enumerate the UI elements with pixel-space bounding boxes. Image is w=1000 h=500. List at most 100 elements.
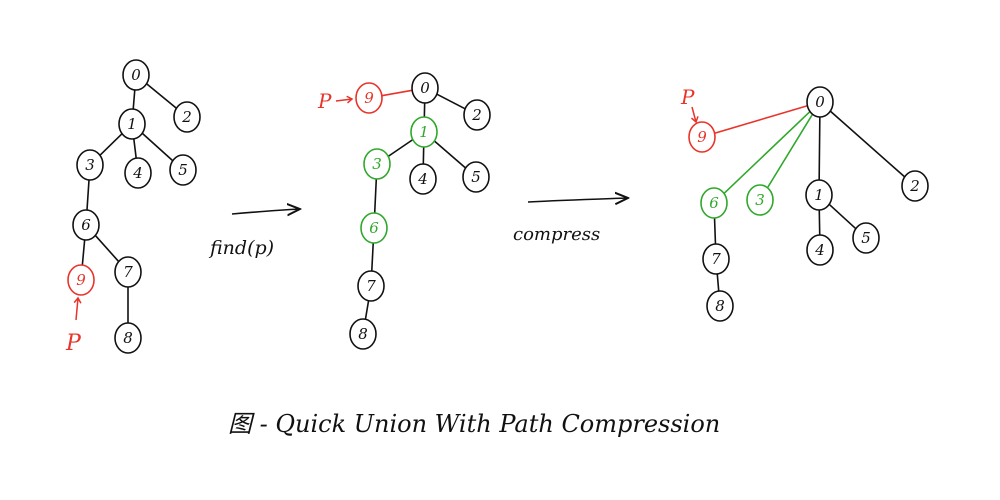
node-label: 0 <box>131 66 141 84</box>
node-9: 9 <box>688 121 716 153</box>
edge-7-8 <box>716 273 720 292</box>
edges <box>364 89 467 321</box>
node-circle <box>688 121 716 153</box>
edge-0-1 <box>818 116 821 181</box>
node-circle <box>67 264 95 296</box>
node-6: 6 <box>360 212 388 244</box>
node-circle <box>360 212 388 244</box>
edge-1-5 <box>433 140 467 169</box>
edges <box>713 104 906 292</box>
node-circle <box>363 148 391 180</box>
edge-6-7 <box>370 242 375 272</box>
edge-1-4 <box>133 138 137 159</box>
node-label: 4 <box>814 241 825 259</box>
compress-label: compress <box>513 224 600 245</box>
edge-0-3 <box>766 113 814 189</box>
node-label: 9 <box>76 271 86 289</box>
node-3: 3 <box>76 149 104 181</box>
node-4: 4 <box>124 157 152 189</box>
node-circle <box>124 157 152 189</box>
node-8: 8 <box>706 290 734 322</box>
node-circle <box>852 222 880 254</box>
pointer-arrow-shaft <box>75 297 79 321</box>
node-label: 3 <box>85 156 95 174</box>
node-8: 8 <box>349 318 377 350</box>
pointer-label: P <box>317 89 332 113</box>
pointer-arrow-head <box>690 116 699 124</box>
node-7: 7 <box>702 243 730 275</box>
node-label: 9 <box>697 128 707 146</box>
node-label: 0 <box>815 93 825 111</box>
edge-0-2 <box>829 110 906 178</box>
pointer-p: P <box>65 296 82 356</box>
node-circle <box>463 99 491 131</box>
pointer-arrow-head <box>73 296 82 304</box>
edge-6-7 <box>94 234 120 263</box>
node-circle <box>806 234 834 266</box>
node-6: 6 <box>700 187 728 219</box>
node-0: 0 <box>411 72 439 104</box>
node-6: 6 <box>72 209 100 241</box>
node-circle <box>901 170 929 202</box>
edge-6-9 <box>81 239 86 266</box>
node-label: 3 <box>372 155 382 173</box>
node-label: 7 <box>711 250 721 268</box>
node-label: 6 <box>369 219 379 237</box>
node-label: 5 <box>471 168 481 186</box>
tree-before-find: 0 1 2 3 4 5 6 9 7 8 P <box>65 59 201 356</box>
nodes: 0 1 2 3 4 5 6 9 7 8 <box>67 59 201 354</box>
node-circle <box>805 179 833 211</box>
node-label: 7 <box>123 263 133 281</box>
node-label: 6 <box>709 194 719 212</box>
node-circle <box>169 154 197 186</box>
node-label: 6 <box>81 216 91 234</box>
edge-1-5 <box>828 203 857 230</box>
edge-6-7 <box>713 217 717 245</box>
node-label: 4 <box>132 164 143 182</box>
edge-1-5 <box>141 132 174 162</box>
node-9: 9 <box>67 264 95 296</box>
find-transition: find(p) <box>208 209 300 259</box>
edges <box>81 82 178 324</box>
pointer-arrow-shaft <box>691 106 697 123</box>
node-0: 0 <box>806 86 834 118</box>
node-label: 4 <box>417 170 428 188</box>
pointer-label: P <box>680 85 695 109</box>
node-label: 5 <box>178 161 188 179</box>
node-circle <box>746 184 774 216</box>
edge-0-2 <box>436 93 466 110</box>
node-label: 2 <box>181 108 192 126</box>
node-label: 0 <box>420 79 430 97</box>
edge-0-6 <box>723 110 811 195</box>
node-7: 7 <box>114 256 142 288</box>
node-circle <box>173 101 201 133</box>
find-label: find(p) <box>208 237 274 259</box>
node-0: 0 <box>122 59 150 91</box>
node-circle <box>114 322 142 354</box>
compress-transition: compress <box>513 198 628 245</box>
node-7: 7 <box>357 270 385 302</box>
node-label: 8 <box>358 325 368 343</box>
edge-0-2 <box>145 82 178 110</box>
node-label: 8 <box>123 329 133 347</box>
node-5: 5 <box>852 222 880 254</box>
node-label: 1 <box>419 123 429 141</box>
node-circle <box>410 116 438 148</box>
node-1: 1 <box>805 179 833 211</box>
node-circle <box>114 256 142 288</box>
node-circle <box>462 161 490 193</box>
node-label: 7 <box>366 277 376 295</box>
node-circle <box>355 82 383 114</box>
edge-0-1 <box>132 89 136 110</box>
edge-3-6 <box>86 179 90 211</box>
edge-9-0 <box>381 89 413 97</box>
edge-0-9 <box>713 104 809 135</box>
node-circle <box>122 59 150 91</box>
pointer-p: P <box>317 89 354 113</box>
node-5: 5 <box>462 161 490 193</box>
node-label: 1 <box>127 115 137 133</box>
